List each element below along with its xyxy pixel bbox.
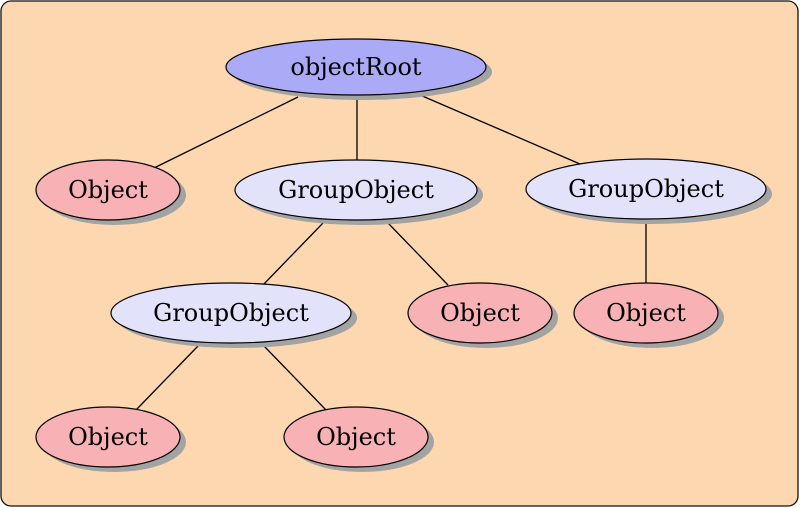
node-label: Object	[68, 423, 148, 451]
node-ellipse	[283, 406, 429, 468]
node-ellipse	[35, 159, 181, 221]
node-obj2: Object	[407, 282, 558, 348]
node-label: objectRoot	[290, 53, 422, 81]
node-ellipse	[35, 406, 181, 468]
node-label: Object	[606, 299, 686, 327]
node-ellipse	[234, 159, 478, 221]
node-obj3: Object	[573, 282, 724, 348]
node-label: GroupObject	[153, 299, 309, 327]
node-ellipse	[573, 282, 719, 344]
node-label: GroupObject	[278, 176, 434, 204]
edge-root-obj1	[151, 96, 299, 170]
node-ellipse	[525, 158, 767, 220]
node-ellipse	[407, 282, 553, 344]
edge-grp3-obj5	[263, 345, 327, 411]
node-label: GroupObject	[568, 175, 724, 203]
node-label: Object	[440, 299, 520, 327]
node-label: Object	[316, 423, 396, 451]
node-obj1: Object	[35, 159, 186, 225]
edge-grp1-grp3	[261, 222, 324, 287]
node-obj4: Object	[35, 406, 186, 472]
node-ellipse	[225, 38, 487, 96]
node-grp3: GroupObject	[110, 282, 357, 348]
edge-root-grp2	[419, 94, 581, 165]
node-ellipse	[110, 282, 352, 344]
edge-grp1-obj2	[387, 222, 449, 286]
edges-layer	[135, 94, 647, 411]
node-grp1: GroupObject	[234, 159, 483, 225]
edge-grp3-obj4	[135, 345, 199, 411]
node-root: objectRoot	[225, 38, 492, 100]
node-grp2: GroupObject	[525, 158, 772, 224]
node-label: Object	[68, 176, 148, 204]
node-obj5: Object	[283, 406, 434, 472]
